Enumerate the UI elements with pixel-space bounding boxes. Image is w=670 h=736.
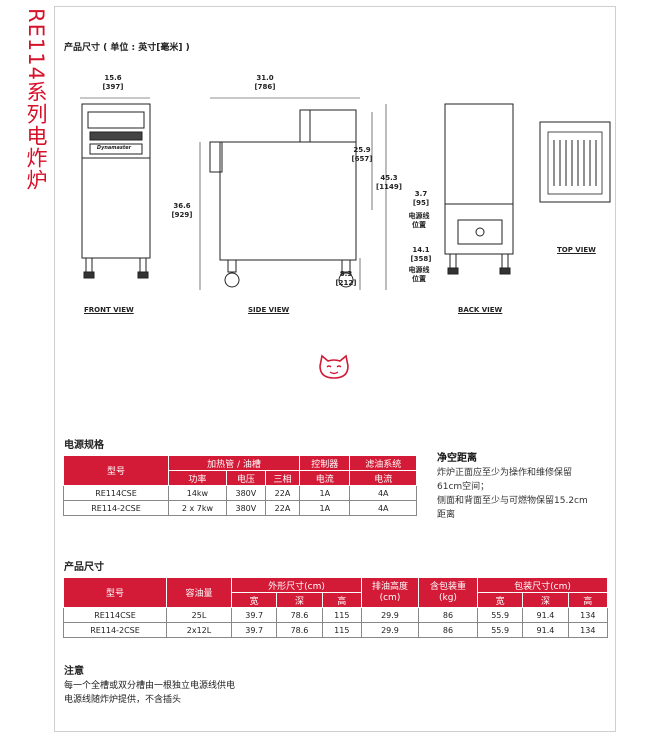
- back-view-drawing: [444, 103, 514, 275]
- cell: 22A: [264, 485, 301, 501]
- header-heater: 加热管 / 油槽: [167, 455, 301, 471]
- cell: 1A: [299, 500, 351, 516]
- cell: RE114-2CSE: [63, 622, 167, 638]
- header-outer-size: 外形尺寸(cm): [231, 577, 362, 593]
- dim-caster: 8.3 [212]: [335, 270, 357, 287]
- cell: 14kw: [168, 485, 227, 501]
- cell: RE114CSE: [63, 607, 167, 623]
- cell: 55.9: [476, 622, 524, 638]
- header-model: 型号: [63, 577, 167, 608]
- dim-depth: 31.0 [786]: [254, 74, 276, 91]
- subheader-power: 功率: [168, 470, 227, 486]
- brand-plate: Dynamaster: [96, 145, 132, 151]
- front-view-label: FRONT VIEW: [84, 306, 134, 314]
- dimensions-heading: 产品尺寸 ( 单位 : 英寸[毫米] ): [64, 43, 190, 53]
- subheader-current: 电流: [299, 470, 351, 486]
- cable-label: 电源线 位置: [408, 212, 430, 229]
- clearance-block: 净空距离 炸炉正面应至少为操作和维修保留 61cm空间； 侧面和背面至少与可燃物…: [437, 452, 607, 522]
- cell: 39.7: [230, 607, 278, 623]
- dim-height-top: 25.9 [657]: [351, 146, 373, 163]
- subheader-width: 宽: [230, 592, 278, 608]
- clearance-line: 侧面和背面至少与可燃物保留15.2cm: [437, 496, 588, 506]
- cell: 78.6: [276, 607, 323, 623]
- dim-height-body: 36.6 [929]: [171, 202, 193, 219]
- cell: 25L: [166, 607, 232, 623]
- cell: RE114CSE: [63, 485, 169, 501]
- product-size-title: 产品尺寸: [64, 562, 104, 573]
- cell: 1A: [299, 485, 351, 501]
- subheader-depth: 深: [522, 592, 569, 608]
- cell: 2 x 7kw: [168, 500, 227, 516]
- cell: 22A: [264, 500, 301, 516]
- top-view-drawing: [539, 121, 611, 203]
- table-row: RE114CSE 25L 39.7 78.6 115 29.9 86 55.9 …: [63, 607, 609, 623]
- vertical-title: RE114系列电炸炉: [24, 8, 48, 191]
- cat-mascot-icon: [319, 354, 349, 379]
- cell: 115: [321, 622, 362, 638]
- cell: 86: [417, 607, 478, 623]
- subheader-current: 电流: [349, 470, 417, 486]
- header-controller: 控制器: [299, 455, 351, 471]
- cell: 380V: [225, 500, 266, 516]
- clearance-title: 净空距离: [437, 453, 477, 464]
- table-row: RE114CSE 14kw 380V 22A 1A 4A: [63, 485, 417, 501]
- subheader-height: 高: [321, 592, 362, 608]
- cell: 29.9: [360, 622, 419, 638]
- subheader-height: 高: [567, 592, 609, 608]
- cell: 4A: [349, 500, 417, 516]
- cell: 380V: [225, 485, 266, 501]
- note-line: 每一个全槽或双分槽由一根独立电源线供电: [64, 681, 236, 691]
- side-view-label: SIDE VIEW: [248, 306, 290, 314]
- side-view-drawing: [199, 97, 387, 290]
- cell: 78.6: [276, 622, 323, 638]
- header-pack-size: 包装尺寸(cm): [476, 577, 609, 593]
- note-title: 注意: [64, 666, 84, 677]
- top-view-label: TOP VIEW: [557, 246, 596, 254]
- power-spec-table: 型号 加热管 / 油槽 控制器 滤油系统 功率 电压 三相 电流 电流 RE11…: [63, 455, 417, 516]
- power-spec-title: 电源规格: [64, 440, 104, 451]
- cell: 39.7: [230, 622, 278, 638]
- header-filter: 滤油系统: [349, 455, 417, 471]
- front-view-drawing: [80, 97, 151, 279]
- subheader-width: 宽: [476, 592, 524, 608]
- cell: RE114-2CSE: [63, 500, 169, 516]
- cell: 2x12L: [166, 622, 232, 638]
- dim-back-upper: 3.7 [95]: [412, 190, 430, 207]
- cell: 91.4: [522, 607, 569, 623]
- cell: 134: [567, 622, 609, 638]
- technical-drawings: [80, 97, 611, 290]
- subheader-voltage: 电压: [225, 470, 266, 486]
- note-line: 电源线随炸炉提供，不含插头: [64, 695, 182, 705]
- product-size-table: 型号 容油量 外形尺寸(cm) 排油高度 (cm) 含包装重 (kg) 包装尺寸…: [63, 577, 609, 638]
- back-view-label: BACK VIEW: [458, 306, 503, 314]
- cell: 4A: [349, 485, 417, 501]
- page-frame: [54, 6, 616, 732]
- dim-height-total: 45.3 [1149]: [376, 174, 402, 191]
- header-capacity: 容油量: [166, 577, 232, 608]
- cell: 134: [567, 607, 609, 623]
- table-row: RE114-2CSE 2 x 7kw 380V 22A 1A 4A: [63, 500, 417, 516]
- clearance-line: 61cm空间；: [437, 482, 490, 492]
- subheader-depth: 深: [276, 592, 323, 608]
- header-drain-height: 排油高度 (cm): [360, 577, 419, 608]
- header-weight: 含包装重 (kg): [417, 577, 478, 608]
- subheader-phase: 三相: [264, 470, 301, 486]
- header-model: 型号: [63, 455, 169, 486]
- dim-back-lower: 14.1 [358]: [410, 246, 432, 263]
- cell: 29.9: [360, 607, 419, 623]
- clearance-line: 炸炉正面应至少为操作和维修保留: [437, 468, 573, 478]
- dim-width: 15.6 [397]: [102, 74, 124, 91]
- clearance-line: 距离: [437, 510, 456, 520]
- cell: 115: [321, 607, 362, 623]
- cell: 91.4: [522, 622, 569, 638]
- note-block: 注意 每一个全槽或双分槽由一根独立电源线供电 电源线随炸炉提供，不含插头: [64, 665, 235, 707]
- cell: 86: [417, 622, 478, 638]
- cable-label-lower: 电源线 位置: [408, 266, 430, 283]
- table-row: RE114-2CSE 2x12L 39.7 78.6 115 29.9 86 5…: [63, 622, 609, 638]
- cell: 55.9: [476, 607, 524, 623]
